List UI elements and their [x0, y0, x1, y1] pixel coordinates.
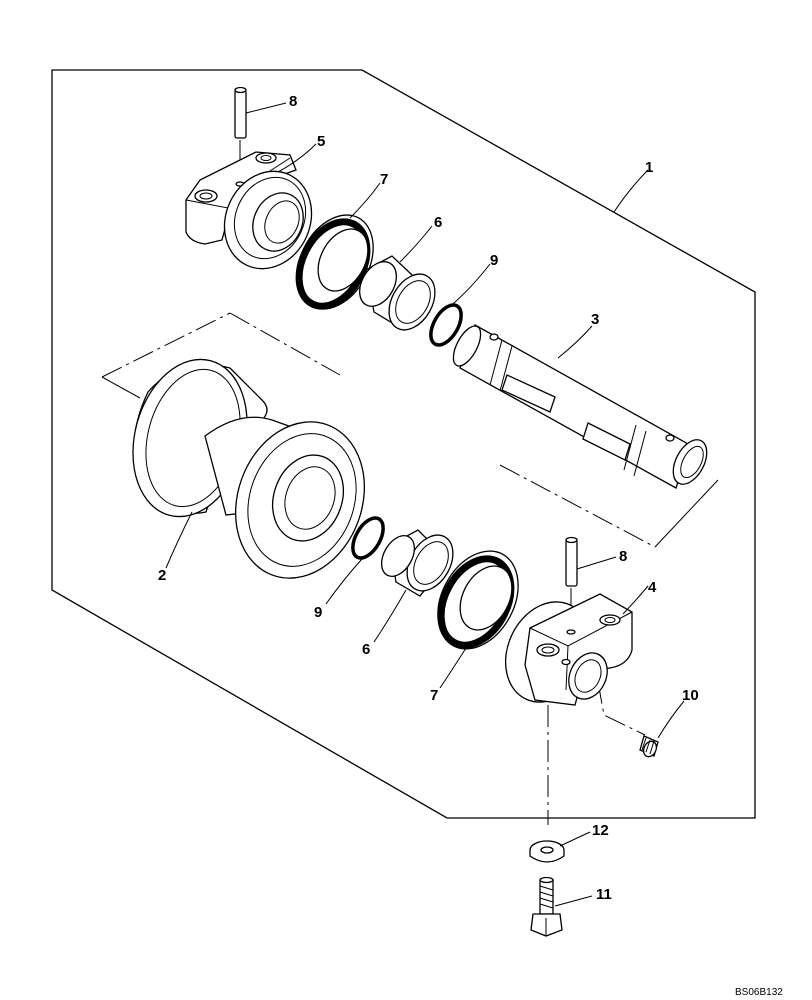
callout-11: 11: [596, 886, 612, 903]
shaft: [452, 324, 708, 489]
assembly-outline: [51, 69, 756, 819]
callout-6-lower: 6: [362, 641, 370, 658]
callout-8-lower: 8: [619, 548, 627, 565]
callout-9-upper: 9: [490, 252, 498, 269]
callout-5: 5: [317, 133, 325, 150]
collar-lower: [504, 593, 633, 706]
bushing-upper: [359, 255, 436, 331]
washer: [529, 840, 565, 863]
figure-reference-code: BS06B132: [735, 987, 783, 998]
callout-3: 3: [591, 311, 599, 328]
callout-8-upper: 8: [289, 93, 297, 110]
callout-2: 2: [158, 567, 166, 584]
leader-lines: [165, 102, 685, 907]
centerlines-main: [101, 312, 719, 825]
o-ring-upper: [429, 303, 463, 347]
collar-upper: [185, 151, 313, 270]
bushing-lower: [380, 529, 454, 597]
callout-12: 12: [592, 822, 609, 839]
plug: [639, 735, 659, 758]
bolt: [530, 876, 563, 937]
callout-6-upper: 6: [434, 214, 442, 231]
callout-10: 10: [682, 687, 699, 704]
callout-1: 1: [645, 159, 653, 176]
pin-upper: [234, 86, 247, 180]
roller: [132, 358, 366, 579]
callout-7-upper: 7: [380, 171, 388, 188]
seal-upper: [295, 214, 374, 310]
o-ring-lower: [351, 516, 385, 560]
callout-9-lower: 9: [314, 604, 322, 621]
seal-lower: [437, 550, 519, 650]
callout-4: 4: [648, 579, 657, 596]
callout-7-lower: 7: [430, 687, 438, 704]
